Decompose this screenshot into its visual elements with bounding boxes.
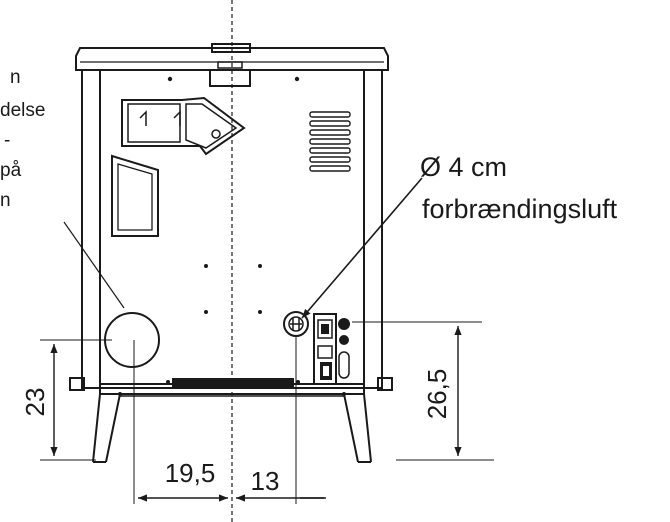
dimension-height-left-label: 23 (20, 388, 50, 417)
left-note-line-2: delse (0, 100, 45, 121)
dimension-width-right-label: 13 (251, 466, 280, 496)
side-panel (111, 154, 159, 237)
dimension-height-left (40, 339, 112, 461)
left-note-line-3: - (4, 130, 10, 151)
left-note-line-1: n (10, 67, 21, 88)
electrical-module (313, 313, 350, 385)
convection-plate (121, 96, 246, 156)
dimension-height-right-label: 26,5 (422, 369, 452, 420)
round-outlet (104, 312, 160, 368)
dimension-widths (133, 336, 326, 504)
bottom-grille (172, 378, 294, 387)
dimension-width-left-label: 19,5 (165, 458, 216, 488)
left-note: n delse - på n (0, 67, 45, 211)
left-note-leader (63, 221, 125, 309)
flue-bracket (209, 61, 251, 87)
left-note-line-4: på (0, 160, 22, 181)
dimension-height-right (352, 321, 494, 461)
stove-body (69, 43, 393, 463)
callout-diameter: Ø 4 cm (420, 152, 507, 182)
vent-slots (309, 111, 351, 172)
left-note-line-5: n (0, 190, 11, 211)
callout-purpose: forbrændingsluft (422, 194, 618, 224)
callout-leader (301, 177, 423, 319)
